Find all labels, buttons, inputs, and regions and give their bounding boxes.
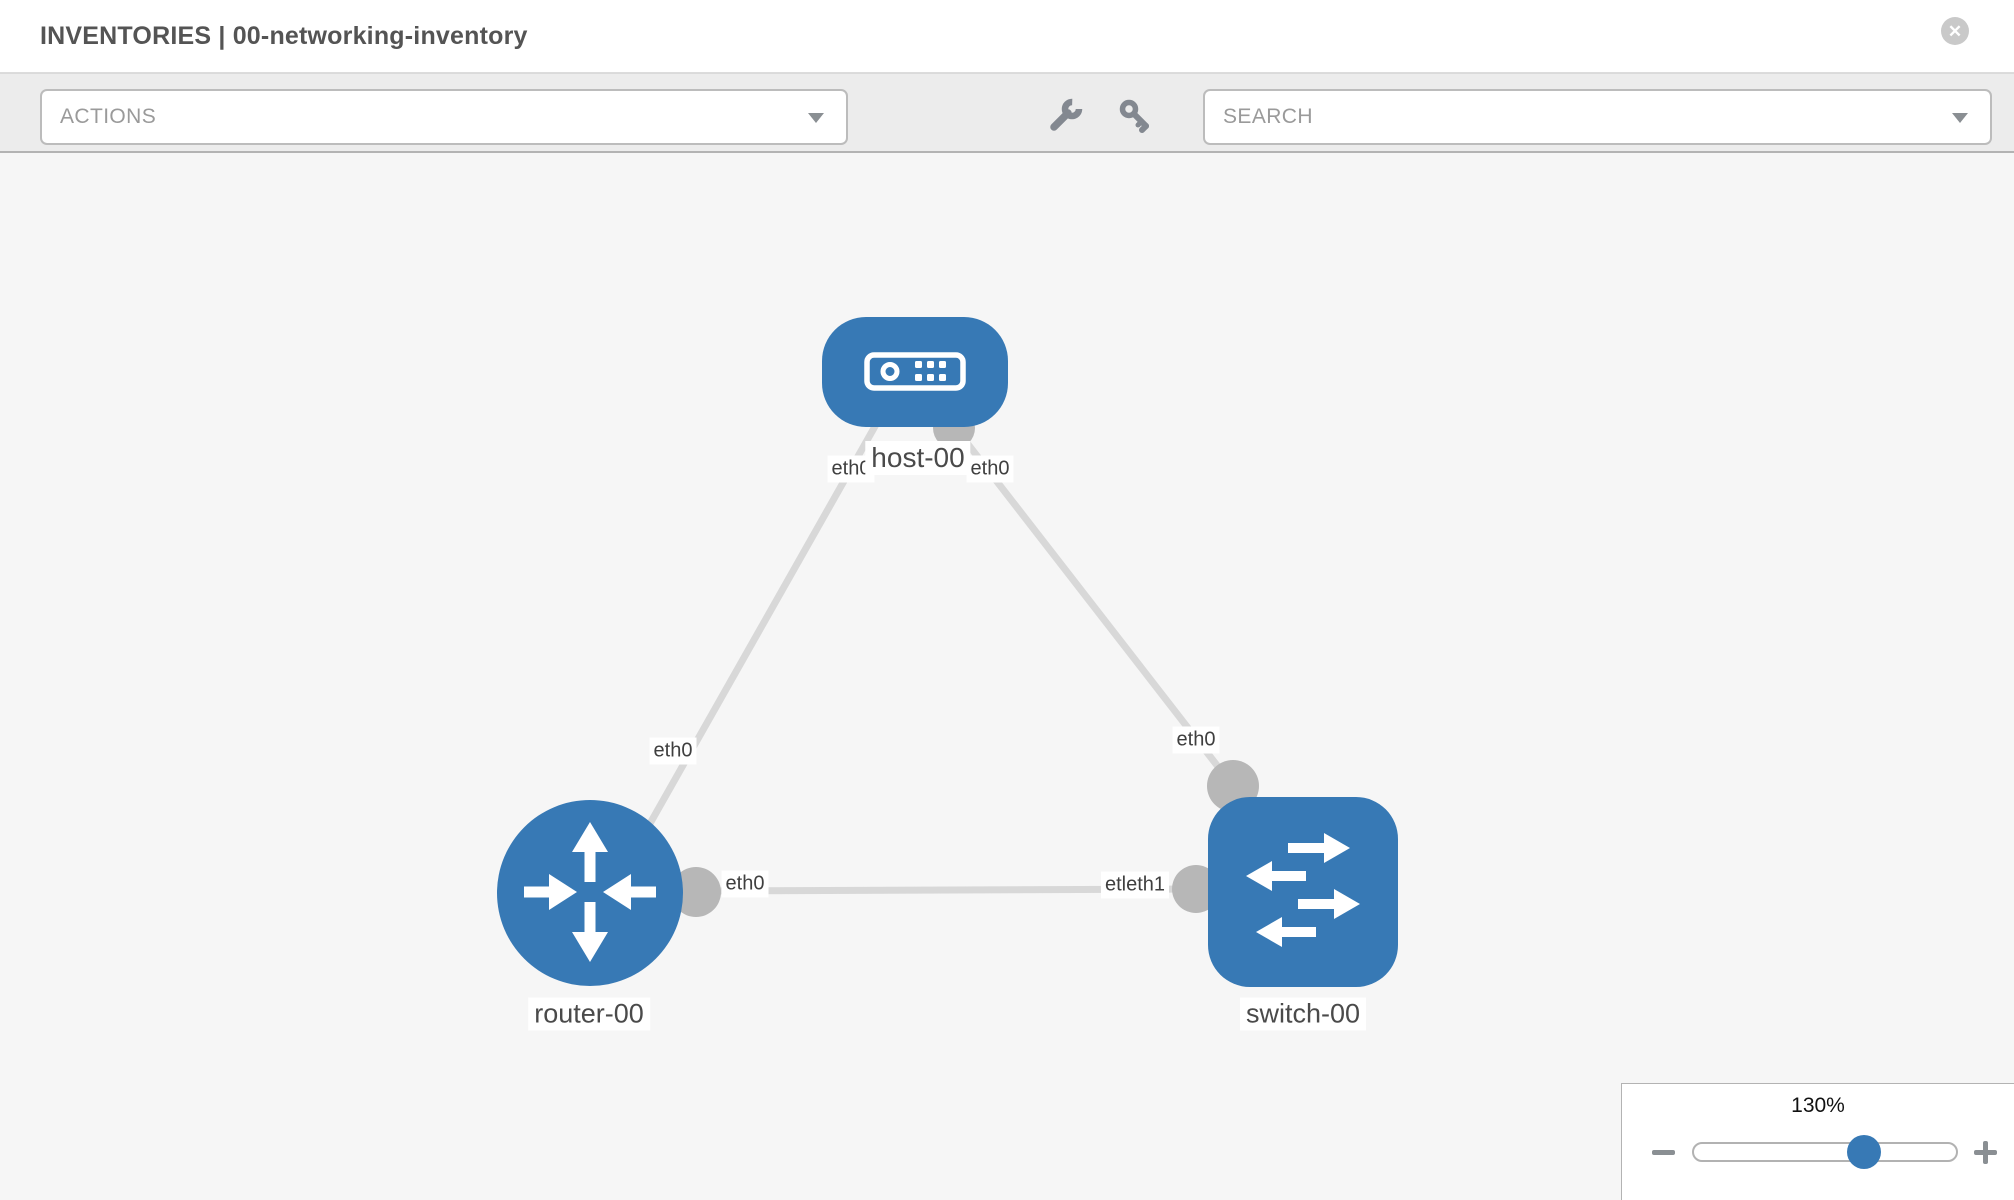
router-icon	[524, 822, 656, 962]
zoom-in-icon[interactable]	[1974, 1141, 1997, 1164]
search-dropdown[interactable]: SEARCH	[1203, 89, 1992, 145]
actions-dropdown[interactable]: ACTIONS	[40, 89, 848, 145]
zoom-control-panel: 130%	[1621, 1083, 2014, 1200]
close-icon: ✕	[1947, 21, 1963, 41]
interface-label-clipped: etl	[1100, 871, 1127, 899]
wrench-icon[interactable]	[1046, 97, 1084, 135]
interface-label: eth0	[649, 737, 697, 765]
key-icon[interactable]	[1117, 97, 1155, 135]
zoom-slider-row	[1622, 1129, 2014, 1175]
search-dropdown-label: SEARCH	[1223, 105, 1313, 128]
chevron-down-icon	[1952, 113, 1968, 123]
node-router[interactable]	[497, 800, 683, 986]
topology-graph	[497, 317, 1398, 987]
switch-icon	[1246, 833, 1360, 947]
zoom-slider-track[interactable]	[1692, 1142, 1958, 1162]
page-title: INVENTORIES | 00-networking-inventory	[40, 22, 528, 50]
interface-label: eth0	[966, 455, 1014, 483]
interface-label: eth1	[1126, 871, 1170, 899]
zoom-slider-thumb[interactable]	[1847, 1135, 1881, 1169]
node-label-host: host-00	[865, 441, 971, 475]
node-switch[interactable]	[1208, 797, 1398, 987]
zoom-out-icon[interactable]	[1652, 1150, 1675, 1155]
actions-dropdown-label: ACTIONS	[60, 105, 157, 128]
chevron-down-icon	[808, 113, 824, 123]
host-device-icon	[864, 352, 966, 391]
close-button[interactable]: ✕	[1941, 17, 1969, 45]
node-label-router: router-00	[528, 997, 650, 1031]
interface-label: eth0	[721, 870, 769, 898]
interface-label: eth0	[1172, 726, 1220, 754]
toolbar: ACTIONS SEARCH	[0, 73, 2014, 153]
zoom-level-value: 130%	[1791, 1094, 1845, 1117]
header: INVENTORIES | 00-networking-inventory ✕	[0, 0, 2014, 73]
port-router-eth0[interactable]	[671, 867, 721, 917]
node-label-switch: switch-00	[1239, 997, 1367, 1031]
node-host[interactable]	[822, 317, 1008, 427]
